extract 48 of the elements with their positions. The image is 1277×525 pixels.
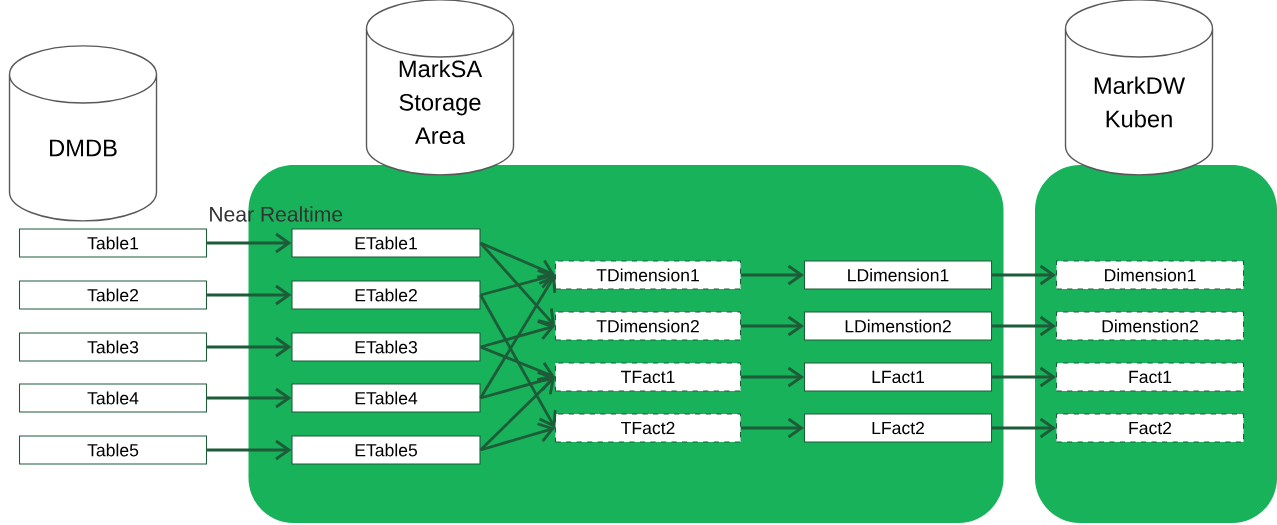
database-cylinder: MarkSA Storage Area [365, 0, 515, 176]
arrow [207, 336, 292, 358]
table-box: Fact1 [1056, 362, 1245, 392]
database-cylinder: DMDB [8, 45, 158, 222]
table-box: TFact2 [555, 413, 742, 443]
table-box: Table4 [18, 383, 208, 413]
arrow [741, 366, 804, 388]
table-box: ETable2 [291, 280, 481, 310]
table-box: Table5 [18, 435, 208, 465]
table-box: ETable1 [291, 228, 481, 258]
arrow [207, 439, 292, 461]
arrow [479, 377, 555, 451]
arrow [479, 294, 557, 428]
arrow [480, 269, 555, 297]
table-box: ETable3 [291, 332, 481, 362]
table-box: LFact1 [804, 362, 993, 392]
table-box: Table2 [18, 280, 208, 310]
arrow [207, 232, 292, 254]
table-box: LDimenstion2 [804, 311, 993, 341]
table-box: ETable5 [291, 435, 481, 465]
arrow [207, 387, 292, 409]
arrow [992, 264, 1056, 286]
arrow [480, 345, 555, 381]
table-box: Table1 [18, 228, 208, 258]
arrow [479, 242, 555, 326]
table-box: ETable4 [291, 383, 481, 413]
arrow [480, 371, 555, 400]
table-box: Fact2 [1056, 413, 1245, 443]
table-box: Table3 [18, 332, 208, 362]
arrow [741, 315, 804, 337]
arrow [480, 241, 555, 279]
table-box: LDimension1 [804, 260, 993, 290]
table-box: Dimenstion2 [1056, 311, 1245, 341]
table-box: Dimension1 [1056, 260, 1245, 290]
arrow [741, 264, 804, 286]
table-box: TDimension2 [555, 311, 742, 341]
arrow [479, 275, 557, 399]
arrow [992, 417, 1056, 439]
arrow [480, 422, 555, 452]
database-cylinder: MarkDW Kuben [1064, 0, 1214, 176]
table-box: TFact1 [555, 362, 742, 392]
arrow [992, 315, 1056, 337]
arrow [741, 417, 804, 439]
arrow [480, 320, 555, 349]
table-box: TDimension1 [555, 260, 742, 290]
arrow [207, 284, 292, 306]
table-box: LFact2 [804, 413, 993, 443]
arrow [992, 366, 1056, 388]
